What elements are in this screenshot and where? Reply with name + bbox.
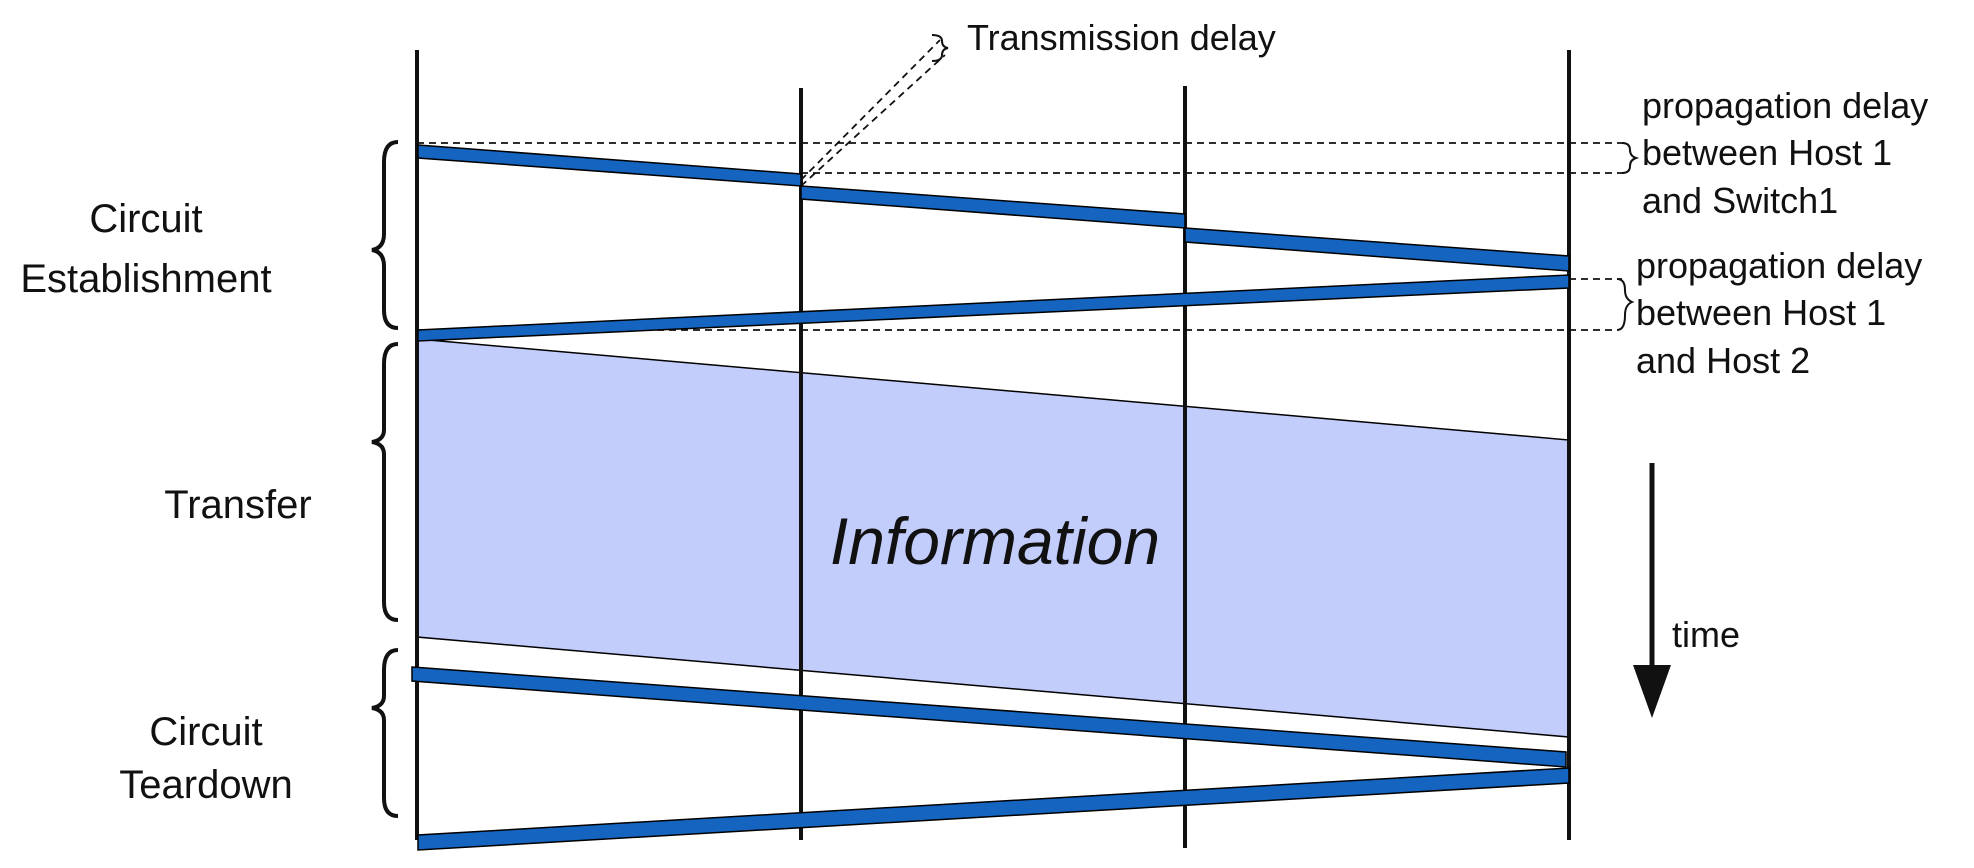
phase-braces — [371, 140, 399, 818]
information-label: Information — [830, 504, 1160, 578]
transmission-delay-brace — [931, 34, 949, 62]
setup-switch1-switch2 — [800, 185, 1186, 229]
teardown-ack-host2-host1 — [417, 767, 1570, 851]
transmission-delay-label: Transmission delay — [967, 17, 1276, 58]
transfer-label: Transfer — [164, 483, 311, 527]
teardown-label-line2: Teardown — [119, 763, 292, 807]
prop-host-label-line1: propagation delay — [1636, 245, 1922, 286]
setup-switch2-host2 — [1184, 227, 1570, 272]
teardown-host1-host2 — [411, 666, 1567, 768]
transfer-brace — [371, 342, 399, 622]
setup-host1-switch1 — [417, 144, 802, 187]
prop-host-brace — [1616, 278, 1635, 331]
prop-switch-brace — [1621, 142, 1640, 174]
signal-bars — [411, 144, 1570, 851]
ack-host2-host1 — [417, 274, 1570, 342]
prop-switch-label-line2: between Host 1 — [1642, 132, 1892, 173]
prop-switch-label-line1: propagation delay — [1642, 85, 1928, 126]
time-label: time — [1672, 614, 1740, 655]
delay-braces — [931, 34, 1640, 331]
prop-switch-label-line3: and Switch1 — [1642, 180, 1838, 221]
teardown-label-line1: Circuit — [149, 710, 262, 754]
prop-host-label-line2: between Host 1 — [1636, 292, 1886, 333]
establishment-label-line1: Circuit — [89, 197, 202, 241]
time-arrow — [1633, 463, 1671, 718]
establishment-brace — [371, 140, 399, 330]
teardown-brace — [371, 648, 399, 818]
delay-guide-lines — [417, 39, 1627, 331]
prop-host-label-line3: and Host 2 — [1636, 340, 1810, 381]
establishment-label-line2: Establishment — [20, 257, 271, 301]
